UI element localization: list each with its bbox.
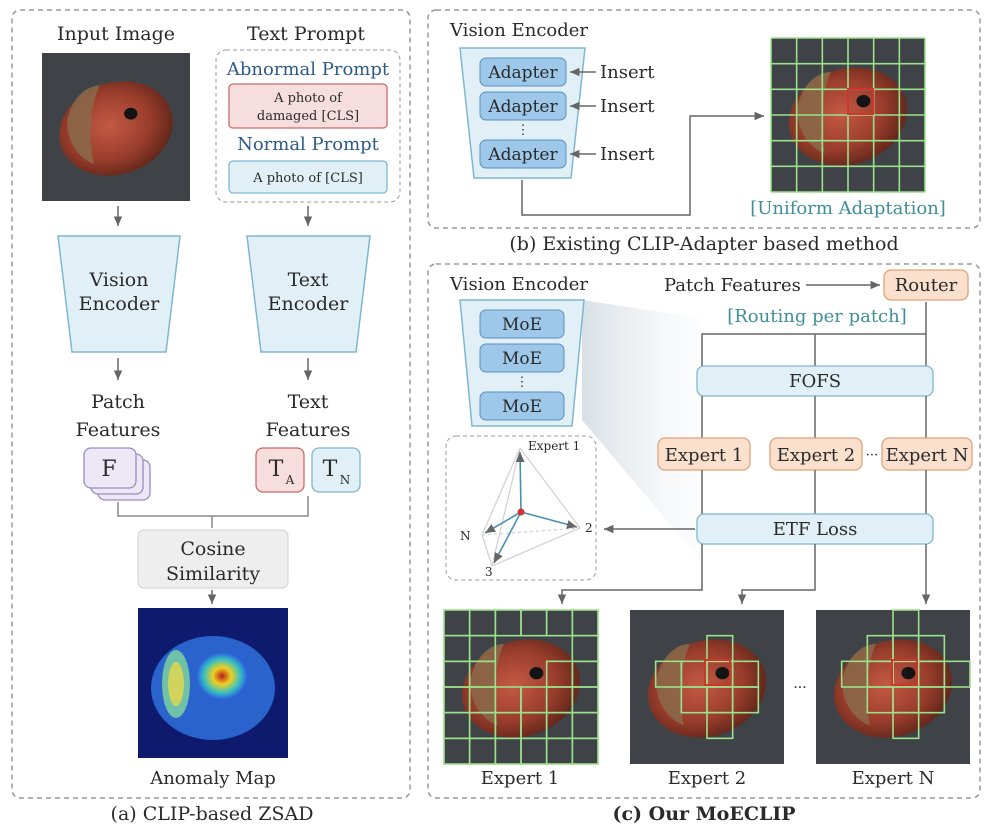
normal-prompt-text: A photo of [CLS] [252,171,363,186]
vision-encoder-a-line1: Vision [89,269,149,291]
uniform-adaptation-label: [Uniform Adaptation] [750,198,946,219]
ta-main: T [269,457,284,482]
simplex-label-n: N [460,529,471,543]
abnormal-prompt-title: Abnormal Prompt [226,59,390,80]
adapter-dots: ⋮ [517,123,530,138]
uniform-grid-image [770,37,926,193]
panel-b-border [427,9,981,229]
patch-features-line2: Features [76,419,161,441]
ta-box [255,447,305,493]
text-prompt-title: Text Prompt [247,23,365,45]
bottom-expert-n-label: Expert N [852,768,935,789]
expert-ellipsis: ··· [866,448,878,463]
moe-1: MoE [479,309,565,339]
insert-label-1: Insert [600,62,655,83]
etf-loss-label: ETF Loss [773,519,858,540]
router-box [883,269,969,301]
panel-b-caption: (b) Existing CLIP-Adapter based method [509,233,898,255]
simplex-diagram [481,447,581,567]
simplex-label-expert1: Expert 1 [528,439,580,453]
adapter-1: Adapter [479,57,567,87]
svg-text:MoE: MoE [502,349,542,369]
patch-feature-card-1 [83,447,137,489]
insert-label-2: Insert [600,96,655,117]
simplex-label-2: 2 [585,521,593,535]
expert-2-image [630,610,784,764]
moe-dots: ⋮ [516,375,529,390]
patch-features-line1: Patch [91,391,145,413]
cosine-similarity-box [137,529,289,589]
text-encoder-line1: Text [288,269,329,291]
expert-2-label: Expert 2 [777,445,855,466]
svg-text:Adapter: Adapter [487,97,558,117]
patch-features-label: Patch Features [664,275,801,296]
simplex-box [445,435,597,581]
adapter-3: Adapter [479,139,567,169]
prompt-group [215,49,401,203]
svg-text:MoE: MoE [502,397,542,417]
expert-1-box [657,437,751,471]
expert-2-box [769,437,863,471]
tn-main: T [323,457,338,482]
text-features-line1: Text [288,391,329,413]
routing-per-patch-label: [Routing per patch] [727,306,907,327]
vision-encoder-a [57,235,181,353]
ta-sub: A [285,473,295,487]
abnormal-prompt-line2: damaged [CLS] [257,109,359,124]
zoom-beam [582,300,700,560]
patch-feature-token: F [101,457,116,482]
panel-a-caption: (a) CLIP-based ZSAD [111,803,314,825]
moe-3: MoE [479,391,565,421]
panel-b-vision-encoder-title: Vision Encoder [449,20,588,41]
insert-label-3: Insert [600,144,655,165]
panel-a-border [11,9,411,799]
text-features-line2: Features [266,419,351,441]
vision-encoder-a-line2: Encoder [79,293,161,315]
svg-text:Adapter: Adapter [487,63,558,83]
fofs-label: FOFS [789,371,841,392]
panel-c-caption: (c) Our MoECLIP [613,803,796,825]
adapter-2: Adapter [479,91,567,121]
cosine-line1: Cosine [180,538,245,560]
text-encoder-line2: Encoder [268,293,350,315]
normal-prompt-title: Normal Prompt [237,134,380,155]
expert-1-label: Expert 1 [665,445,743,466]
panel-c-vision-encoder-title: Vision Encoder [449,274,588,295]
simplex-label-3: 3 [485,565,493,579]
bottom-expert-1-label: Expert 1 [481,768,559,789]
input-image-title: Input Image [57,23,175,45]
cosine-line2: Similarity [166,563,260,585]
anomaly-map-image [138,608,288,758]
expert-n-image [816,609,971,764]
expert-n-box [881,437,973,471]
svg-text:Adapter: Adapter [487,145,558,165]
abnormal-prompt-box [228,83,388,129]
tn-sub: N [340,473,351,487]
expert-1-image [443,609,599,765]
moe-2: MoE [479,343,565,373]
tn-box [311,447,361,493]
normal-prompt-box [228,160,388,194]
svg-text:MoE: MoE [502,315,542,335]
router-label: Router [895,275,958,296]
bottom-ellipsis: ··· [793,680,806,696]
text-encoder [246,235,371,353]
expert-n-label: Expert N [886,445,969,466]
abnormal-prompt-line1: A photo of [273,91,343,106]
bottom-expert-2-label: Expert 2 [668,768,746,789]
anomaly-map-label: Anomaly Map [149,768,276,789]
input-hazelnut-image [42,53,190,201]
